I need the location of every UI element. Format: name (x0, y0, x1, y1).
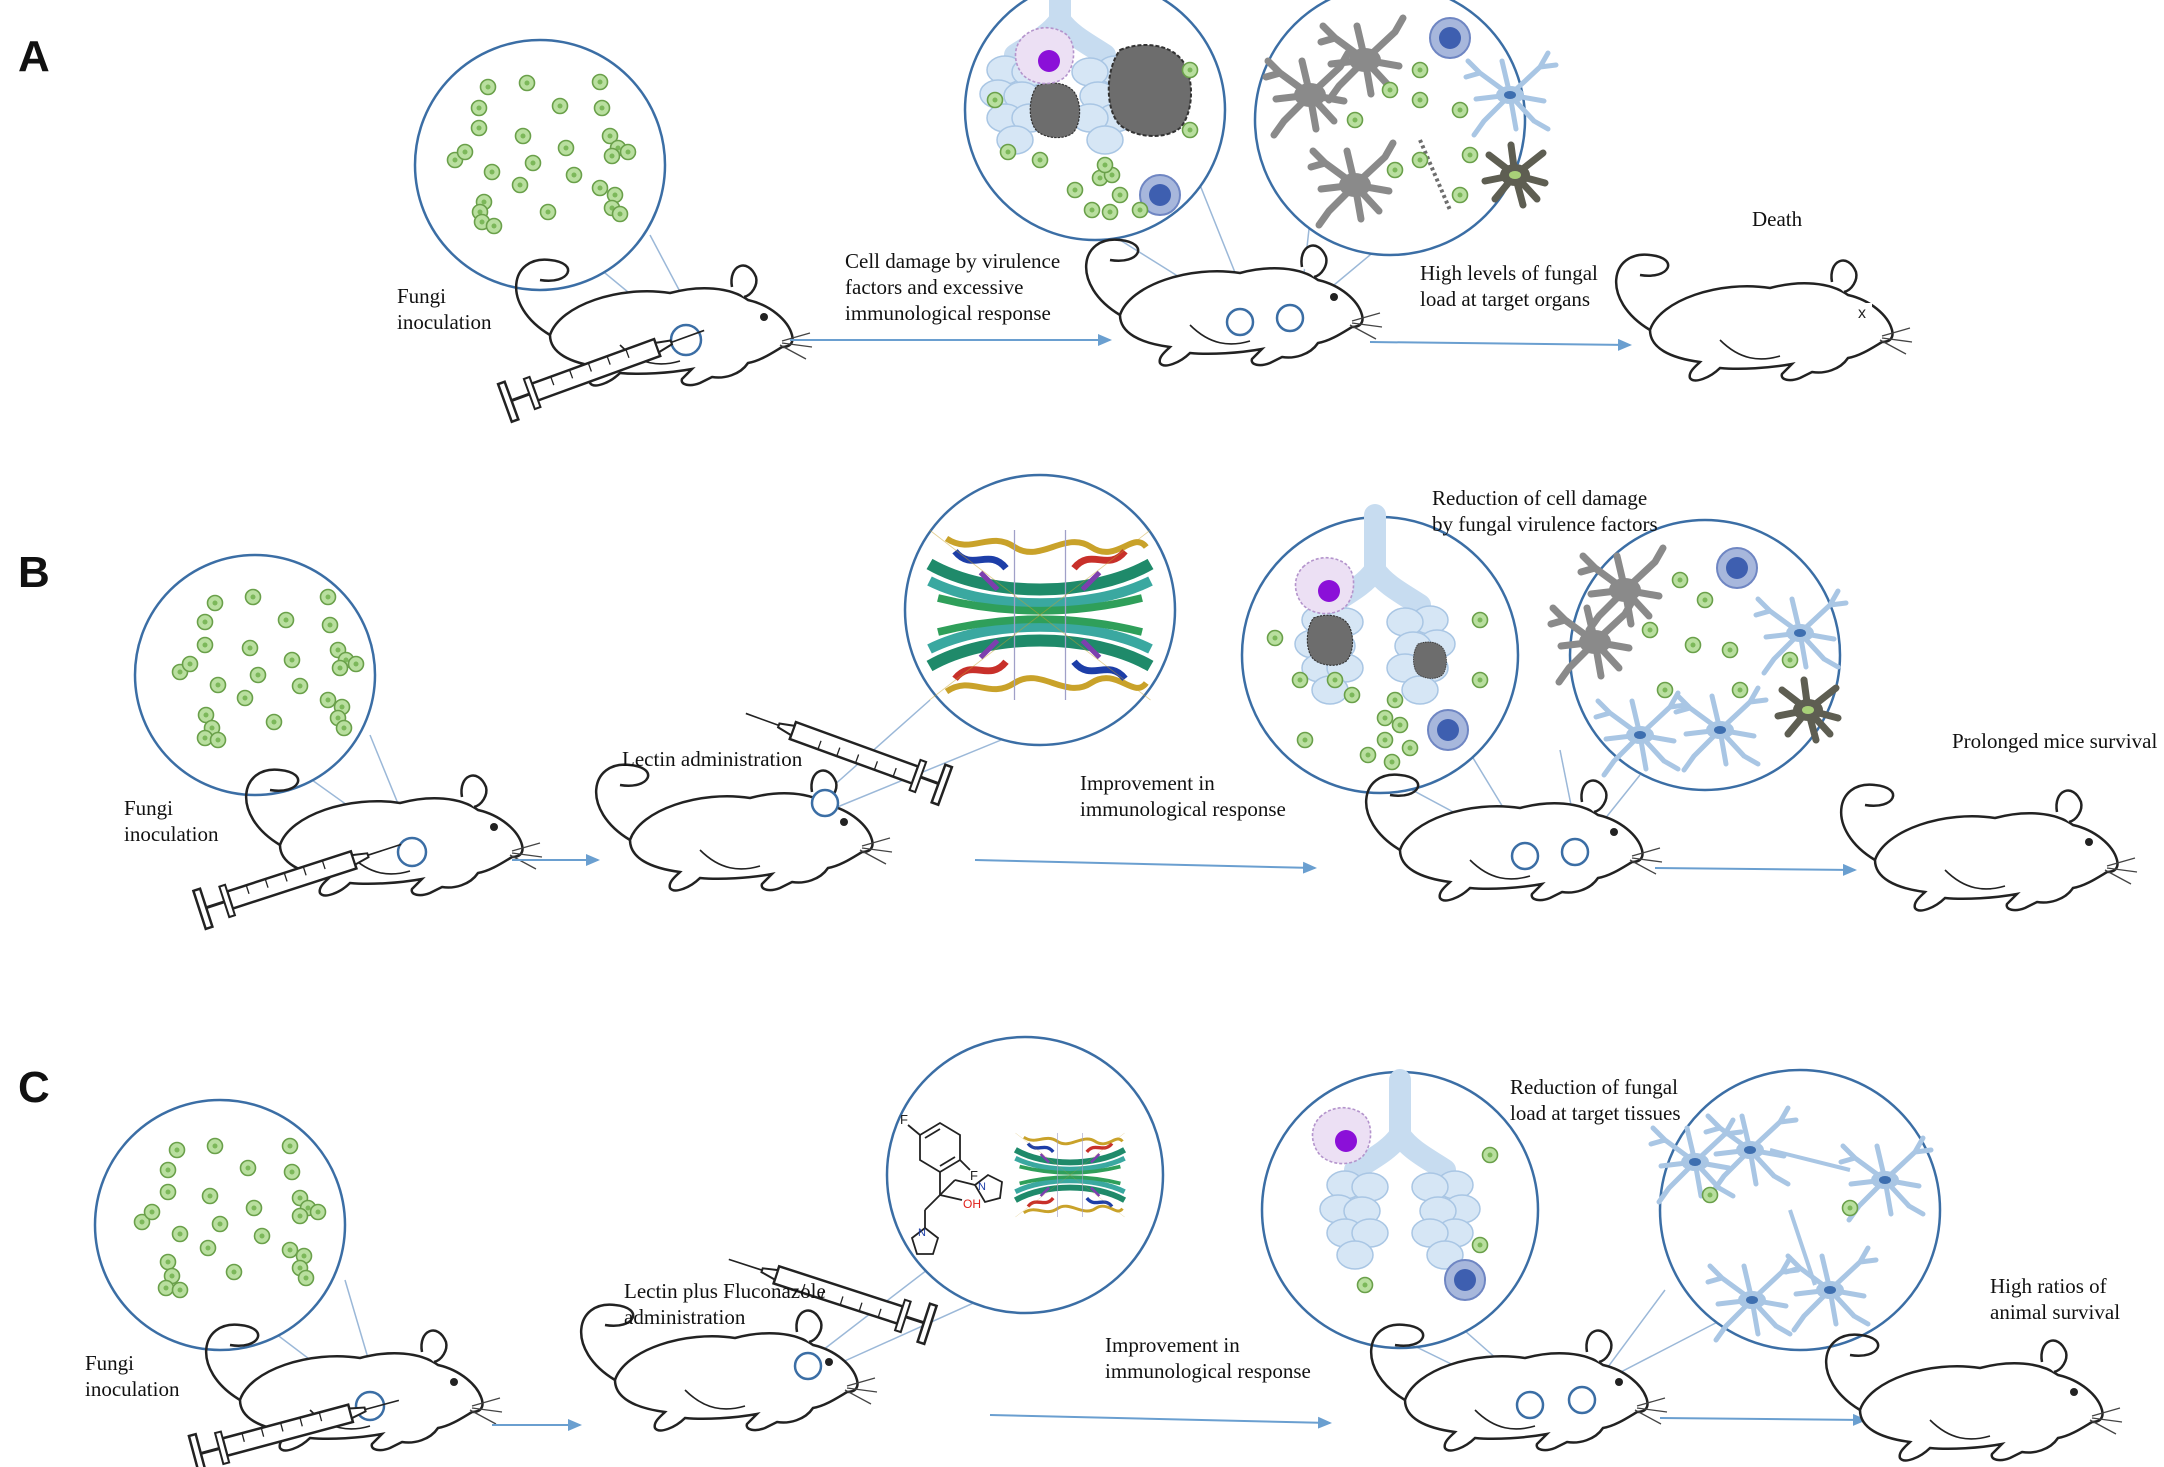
mouse-inoculated-b (244, 768, 544, 897)
fluconazole-molecule-icon (907, 1121, 1003, 1255)
label-lectin-fluconazole-c: Lectin plus Fluconazole administration (624, 1279, 826, 1329)
mouse-inoculated-a (514, 258, 814, 387)
panel-label-c: C (18, 1063, 50, 1112)
panel-b (133, 473, 2139, 931)
label-prolonged-b: Prolonged mice survival (1952, 729, 2158, 753)
label-cell-damage-a: Cell damage by virulence factors and exc… (845, 249, 1061, 325)
arrow-b2 (974, 859, 1317, 874)
label-high-ratios-c: High ratios of animal survival (1990, 1274, 2121, 1324)
lens-lung-c (1260, 1072, 1540, 1401)
mouse-infected-a (1084, 238, 1384, 367)
label-fungi-inoculation-b: Fungi inoculation (124, 796, 219, 846)
arrow-a2 (1369, 338, 1632, 351)
arrow-c2 (989, 1414, 1332, 1429)
label-reduction-b: Reduction of cell damage by fungal virul… (1432, 486, 1658, 536)
label-improvement-c: Improvement in immunological response (1105, 1333, 1311, 1383)
nitrogen-label-2: N (918, 1227, 926, 1239)
mouse-dead-a: x (1614, 253, 1914, 382)
lens-fungi-b (133, 553, 413, 851)
nitrogen-label-1: N (978, 1181, 986, 1193)
label-improvement-b: Improvement in immunological response (1080, 771, 1286, 821)
lens-lung-a (963, 0, 1249, 316)
panel-c: F F OH N N (93, 1035, 2124, 1467)
hydroxyl-label: OH (963, 1197, 981, 1211)
lens-brain-b (1551, 518, 1846, 851)
lens-lectin-b (822, 473, 1177, 811)
dead-eye-x-icon: x (1858, 305, 1866, 322)
mouse-treated-c (1369, 1323, 1669, 1452)
drug-injection-lens (793, 1351, 823, 1381)
mouse-lectin-b (594, 763, 894, 892)
label-lectin-administration-b: Lectin administration (622, 747, 803, 771)
mouse-treated-b (1364, 773, 1664, 902)
lens-drug-c: F F OH N N (809, 1035, 1165, 1374)
panel-a: x (413, 0, 1914, 424)
lens-fungi-c (93, 1098, 379, 1406)
panel-label-a: A (18, 32, 50, 81)
arrow-c3 (1659, 1413, 1867, 1426)
label-fungi-inoculation-a: Fungi inoculation (397, 284, 492, 334)
mouse-survival-b (1839, 783, 2139, 912)
mouse-survival-c (1824, 1333, 2124, 1462)
lectin-injection-lens (810, 788, 840, 818)
arrow-b3 (1654, 863, 1857, 876)
fluorine-label-2: F (970, 1168, 978, 1183)
label-death-a: Death (1752, 207, 1803, 231)
label-high-levels-a: High levels of fungal load at target org… (1420, 261, 1598, 311)
label-fungi-inoculation-c: Fungi inoculation (85, 1351, 180, 1401)
panel-label-b: B (18, 548, 50, 597)
fluorine-label-1: F (900, 1112, 908, 1127)
label-reduction-c: Reduction of fungal load at target tissu… (1510, 1075, 1681, 1125)
